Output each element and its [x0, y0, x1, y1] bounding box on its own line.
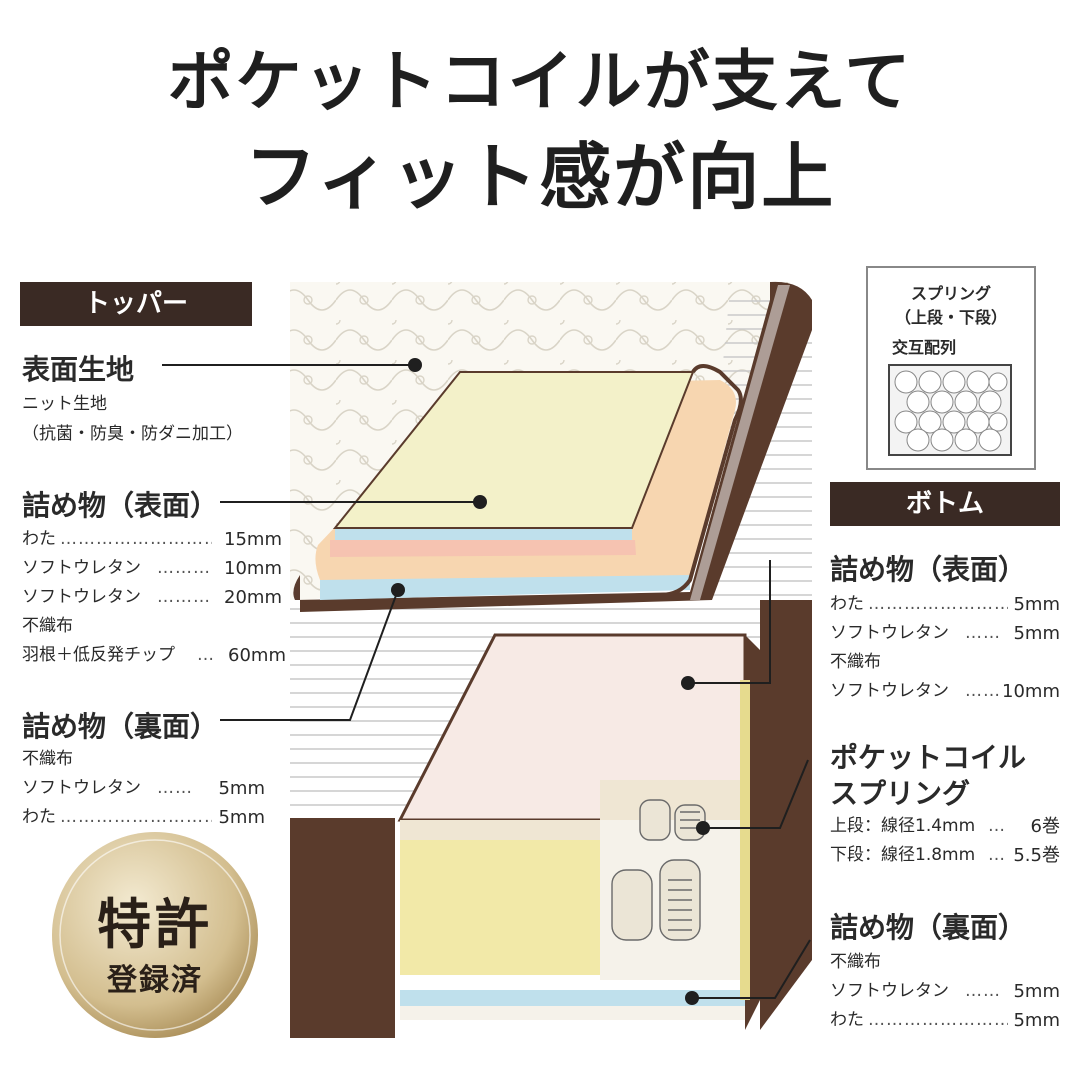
spec-label: 羽根＋低反発チップ — [22, 645, 175, 665]
topper-surface-line-1: ニット生地 — [22, 394, 107, 414]
bottom-filling-back-specs: 不織布 ソフトウレタン……5mm わた……………………5mm — [830, 948, 1060, 1035]
topper-tag: トッパー — [20, 282, 252, 326]
spec-value: 10mm — [224, 558, 282, 579]
spec-row: 不織布 — [830, 648, 1060, 677]
bottom-spring-specs: 上段：線径1.4mm…6巻 下段：線径1.8mm…5.5巻 — [830, 812, 1060, 870]
spec-label: 不織布 — [22, 749, 73, 769]
spec-label: ソフトウレタン — [830, 623, 949, 643]
bottom-inner-yellow — [400, 825, 600, 975]
patent-badge-line-2: 登録済 — [107, 963, 203, 998]
topper-surface-title: 表面生地 — [22, 353, 135, 386]
inset-line-1: スプリング — [910, 284, 991, 303]
spec-row: わた……………………5mm — [830, 1006, 1060, 1035]
spec-value: 5mm — [1013, 1010, 1060, 1031]
spec-row: ソフトウレタン………10mm — [22, 554, 282, 583]
spec-row: 羽根＋低反発チップ…60mm — [22, 641, 286, 670]
spec-label: わた — [22, 807, 56, 827]
spec-label: 不織布 — [830, 952, 881, 972]
spec-value: 10mm — [1002, 681, 1060, 702]
spec-row: ソフトウレタン………20mm — [22, 583, 282, 612]
spec-label: 不織布 — [830, 652, 881, 672]
spec-row: わた………………………5mm — [22, 803, 265, 832]
bottom-filling-top-title: 詰め物（表面） — [830, 553, 1027, 586]
spec-row: ソフトウレタン……5mm — [830, 619, 1060, 648]
inset-line-3: 交互配列 — [892, 338, 957, 357]
spring-arrangement-inset: スプリング （上段・下段） 交互配列 — [866, 266, 1036, 470]
spec-label: 上段：線径1.4mm — [830, 816, 976, 836]
spec-row: 下段：線径1.8mm…5.5巻 — [830, 841, 1060, 870]
spec-value: 15mm — [224, 529, 282, 550]
inset-line-2: （上段・下段） — [894, 308, 1007, 327]
spec-row: ソフトウレタン……5mm — [830, 977, 1060, 1006]
spec-label: 不織布 — [22, 616, 73, 636]
spec-value: 5mm — [1013, 981, 1060, 1002]
spec-value: 60mm — [228, 645, 286, 666]
spec-row: 不織布 — [22, 612, 282, 641]
alternating-spring-icon — [888, 364, 1012, 456]
spec-label: 下段：線径1.8mm — [830, 845, 976, 865]
headline-line-2: フィット感が向上 — [244, 135, 836, 219]
spec-row: 不織布 — [830, 948, 1060, 977]
spec-label: ソフトウレタン — [830, 981, 949, 1001]
bottom-spring-title-2: スプリング — [830, 777, 971, 810]
topper-layer-pink — [330, 540, 636, 557]
headline-line-1: ポケットコイルが支えて — [167, 43, 913, 120]
spec-row: わた………………………15mm — [22, 525, 282, 554]
spec-row: ソフトウレタン……10mm — [830, 677, 1060, 706]
spec-label: わた — [830, 1010, 864, 1030]
spec-label: ソフトウレタン — [22, 558, 141, 578]
spec-value: 5mm — [218, 778, 265, 799]
bottom-layer-blue — [400, 990, 745, 1006]
bottom-inner-pad — [400, 820, 600, 840]
spec-label: ソフトウレタン — [22, 587, 141, 607]
topper-filling-top-specs: わた………………………15mm ソフトウレタン………10mm ソフトウレタン……… — [22, 525, 286, 670]
spec-label: ソフトウレタン — [22, 778, 141, 798]
topper-surface-line-2: （抗菌・防臭・防ダニ加工） — [22, 424, 243, 444]
spec-value: 5.5巻 — [1013, 845, 1060, 866]
spec-row: 不織布 — [22, 745, 265, 774]
topper-layer-blue-2 — [335, 528, 632, 540]
spec-label: わた — [830, 594, 864, 614]
topper-filling-back-title: 詰め物（裏面） — [22, 710, 219, 743]
patent-badge-line-1: 特許 — [97, 893, 213, 956]
bottom-tag: ボトム — [830, 482, 1060, 526]
topper-filling-top-title: 詰め物（表面） — [22, 489, 219, 522]
spec-label: わた — [22, 529, 56, 549]
bottom-spring-title-1: ポケットコイル — [830, 741, 1027, 774]
bottom-filling-top-specs: わた……………………5mm ソフトウレタン……5mm 不織布 ソフトウレタン……… — [830, 590, 1060, 706]
spec-row: ソフトウレタン……5mm — [22, 774, 265, 803]
spec-row: わた……………………5mm — [830, 590, 1060, 619]
spec-label: ソフトウレタン — [830, 681, 949, 701]
patent-badge-circle — [52, 832, 258, 1038]
spec-value: 5mm — [218, 807, 265, 828]
spec-value: 5mm — [1013, 594, 1060, 615]
spec-value: 20mm — [224, 587, 282, 608]
spec-value: 5mm — [1013, 623, 1060, 644]
bottom-left-wall — [290, 818, 395, 1038]
spec-row: 上段：線径1.4mm…6巻 — [830, 812, 1060, 841]
spec-value: 6巻 — [1030, 816, 1060, 837]
bottom-filling-back-title: 詰め物（裏面） — [830, 911, 1027, 944]
topper-filling-back-specs: 不織布 ソフトウレタン……5mm わた………………………5mm — [22, 745, 265, 832]
